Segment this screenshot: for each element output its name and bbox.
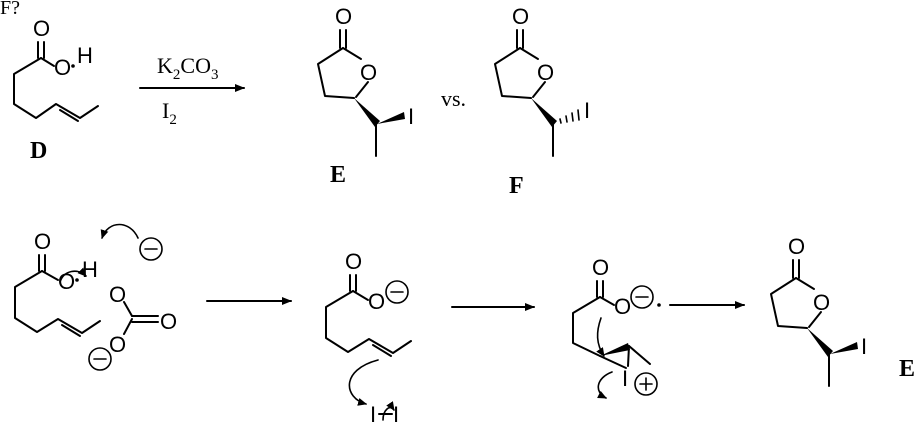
atom-h: H bbox=[77, 43, 93, 68]
compound-d: O O H D bbox=[13, 16, 99, 164]
reagent-i2: I2 bbox=[162, 98, 177, 128]
bond-c-i bbox=[599, 355, 627, 369]
chain-d bbox=[13, 57, 99, 119]
atom-o-ring: O bbox=[360, 60, 377, 85]
charge-minus bbox=[385, 280, 409, 304]
atom-i: I bbox=[584, 98, 590, 123]
atom-o-anion: O bbox=[614, 294, 631, 319]
dot bbox=[657, 303, 661, 307]
bond-alkene-second bbox=[372, 344, 392, 357]
vs-label: vs. bbox=[441, 86, 466, 111]
curved-arrow-i bbox=[597, 371, 613, 399]
bond-c-o bbox=[40, 57, 55, 67]
mechanism-carbonate: O O O bbox=[88, 223, 177, 371]
atom-o-hydroxyl: O bbox=[54, 55, 71, 80]
mechanism-carboxylate: O O I I bbox=[325, 249, 412, 425]
mechanism-product-e: O O I E bbox=[770, 234, 915, 387]
atom-o-ring: O bbox=[537, 60, 554, 85]
bond-c-oring bbox=[519, 47, 539, 60]
atom-o-hydroxyl: O bbox=[58, 269, 75, 294]
hash-bond-iodo bbox=[559, 109, 580, 124]
wedge-ring bbox=[531, 98, 557, 127]
ring-carbons bbox=[770, 277, 808, 329]
wedge-c-c bbox=[600, 343, 630, 356]
atom-o-carbonyl: O bbox=[512, 4, 529, 29]
label-f: F bbox=[509, 173, 524, 199]
atom-o-carbonyl: O bbox=[33, 16, 50, 41]
atom-i: I bbox=[861, 334, 867, 359]
mechanism-acid: O O H bbox=[14, 229, 101, 337]
atom-o-carbonyl: O bbox=[345, 249, 362, 274]
atom-h: H bbox=[82, 257, 98, 282]
dot bbox=[75, 278, 79, 282]
atom-o-carbonyl: O bbox=[592, 255, 609, 280]
bond-alkene-second bbox=[61, 324, 81, 337]
compound-f: O O I F bbox=[494, 4, 590, 199]
bond-c-o bbox=[352, 290, 369, 301]
atom-o-carbonate-right: O bbox=[160, 309, 177, 334]
bond-c-i-2 bbox=[627, 345, 630, 367]
wedge-iodo bbox=[377, 112, 405, 124]
bond-c-oring bbox=[342, 47, 362, 60]
wedge-ring bbox=[807, 328, 833, 357]
curved-arrow-ii bbox=[382, 401, 395, 421]
atom-i-2: I bbox=[393, 402, 399, 425]
label-d: D bbox=[30, 138, 47, 164]
dot bbox=[71, 64, 75, 68]
atom-o-carbonyl: O bbox=[788, 234, 805, 259]
curved-arrow-o bbox=[596, 317, 605, 357]
atom-o-ring: O bbox=[813, 290, 830, 315]
label-e-final: E bbox=[899, 356, 915, 382]
compound-e: O O I E bbox=[317, 4, 414, 188]
bond-oring-c bbox=[355, 81, 369, 98]
atom-o-carbonyl: O bbox=[34, 229, 51, 254]
bond-methyl bbox=[628, 345, 651, 365]
bond-c-oring bbox=[795, 277, 815, 290]
charge-minus-bottom bbox=[88, 347, 112, 371]
charge-minus bbox=[630, 285, 654, 309]
bond-oring-c bbox=[808, 311, 822, 328]
atom-o-carbonate-bottom: O bbox=[109, 332, 126, 357]
bond-c-o bbox=[599, 296, 615, 306]
bond-c-o-bottom bbox=[123, 318, 133, 335]
bond-alkene-second bbox=[59, 109, 79, 122]
chain bbox=[572, 296, 601, 357]
atom-i: I bbox=[408, 104, 414, 129]
bond-o-c bbox=[123, 301, 133, 317]
charge-plus bbox=[634, 372, 658, 396]
curved-arrow-base bbox=[100, 223, 139, 239]
curved-arrow-alkene bbox=[348, 359, 379, 406]
bond-oring-c bbox=[532, 81, 546, 98]
curved-arrow-oh bbox=[59, 267, 87, 283]
atom-o-carbonate-top: O bbox=[109, 282, 126, 307]
reagent-k2co3: K2CO3 bbox=[157, 53, 218, 83]
charge-minus-top bbox=[139, 237, 163, 261]
label-e: E bbox=[330, 162, 346, 188]
atom-o-anion: O bbox=[368, 289, 385, 314]
header-fragment: F? bbox=[0, 0, 20, 19]
atom-o-carbonyl: O bbox=[335, 4, 352, 29]
ring-f-carbons bbox=[494, 47, 532, 99]
wedge-iodo bbox=[830, 342, 858, 354]
wedge-ring bbox=[354, 98, 380, 127]
mechanism-iodonium: O O I bbox=[572, 255, 658, 399]
reaction-arrow-top: K2CO3 I2 bbox=[139, 53, 245, 128]
atom-i: I bbox=[622, 366, 628, 391]
chain bbox=[14, 270, 101, 334]
bond-c-o bbox=[41, 270, 59, 281]
ring-e-carbons bbox=[317, 47, 355, 99]
chain bbox=[325, 290, 412, 354]
atom-i-1: I bbox=[370, 402, 376, 425]
